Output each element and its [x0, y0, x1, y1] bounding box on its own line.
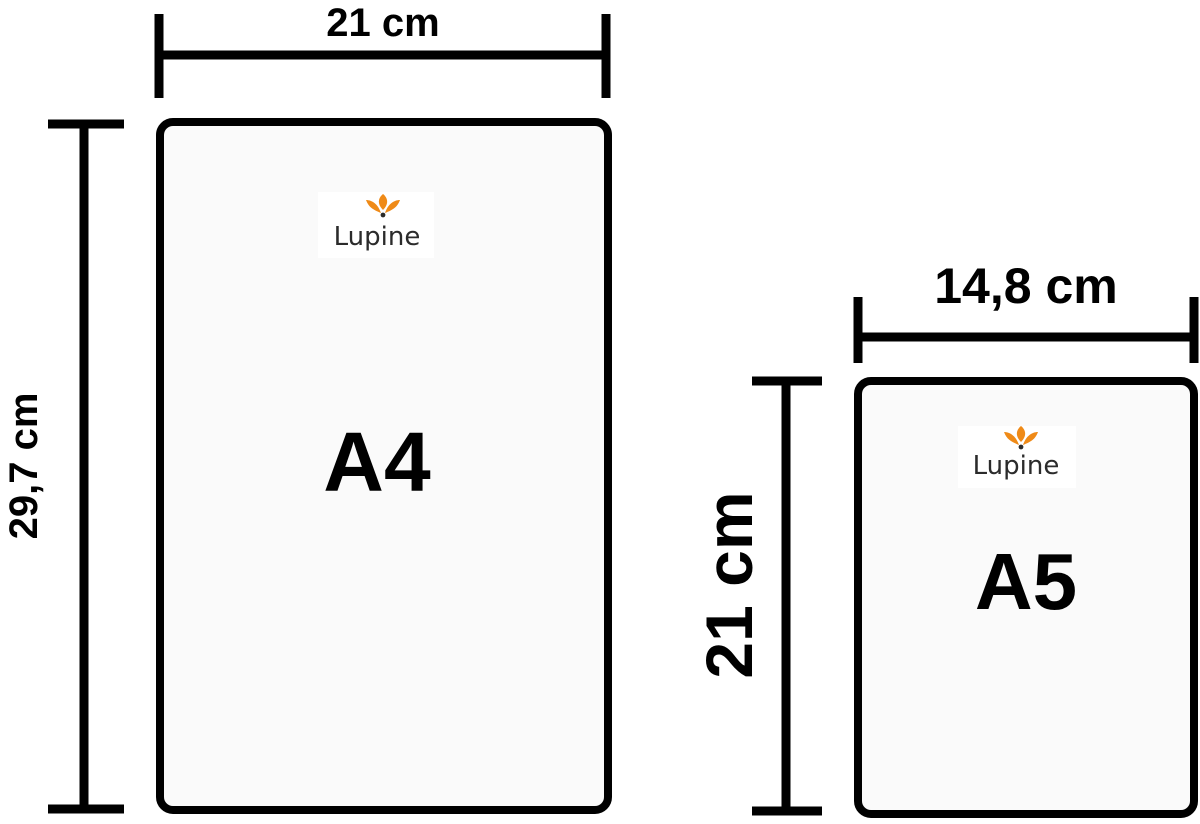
a4-height-dimension: 29,7 cm [2, 119, 124, 814]
a4-logo: Lupine [318, 192, 434, 258]
a5-brand-text: Lupine [973, 451, 1060, 481]
a5-size-label: A5 [975, 537, 1077, 626]
a5-group: 14,8 cm 21 cm Lupine A5 [692, 258, 1199, 818]
a4-sheet [156, 118, 612, 814]
a5-logo: Lupine [958, 426, 1076, 488]
a4-group: 21 cm 29,7 cm Lupine A4 [2, 1, 612, 814]
a4-width-label: 21 cm [326, 1, 439, 45]
a4-size-label: A4 [323, 415, 431, 509]
a5-sheet [854, 377, 1198, 818]
a5-height-dimension: 21 cm [692, 376, 822, 816]
a5-height-label: 21 cm [692, 491, 766, 678]
lotus-flower-icon [366, 194, 400, 218]
lotus-flower-icon [1004, 426, 1038, 450]
a4-height-label: 29,7 cm [2, 393, 46, 540]
a4-width-dimension: 21 cm [154, 1, 611, 98]
a5-width-label: 14,8 cm [934, 258, 1117, 314]
a4-brand-text: Lupine [334, 222, 421, 252]
a5-width-dimension: 14,8 cm [853, 258, 1199, 363]
